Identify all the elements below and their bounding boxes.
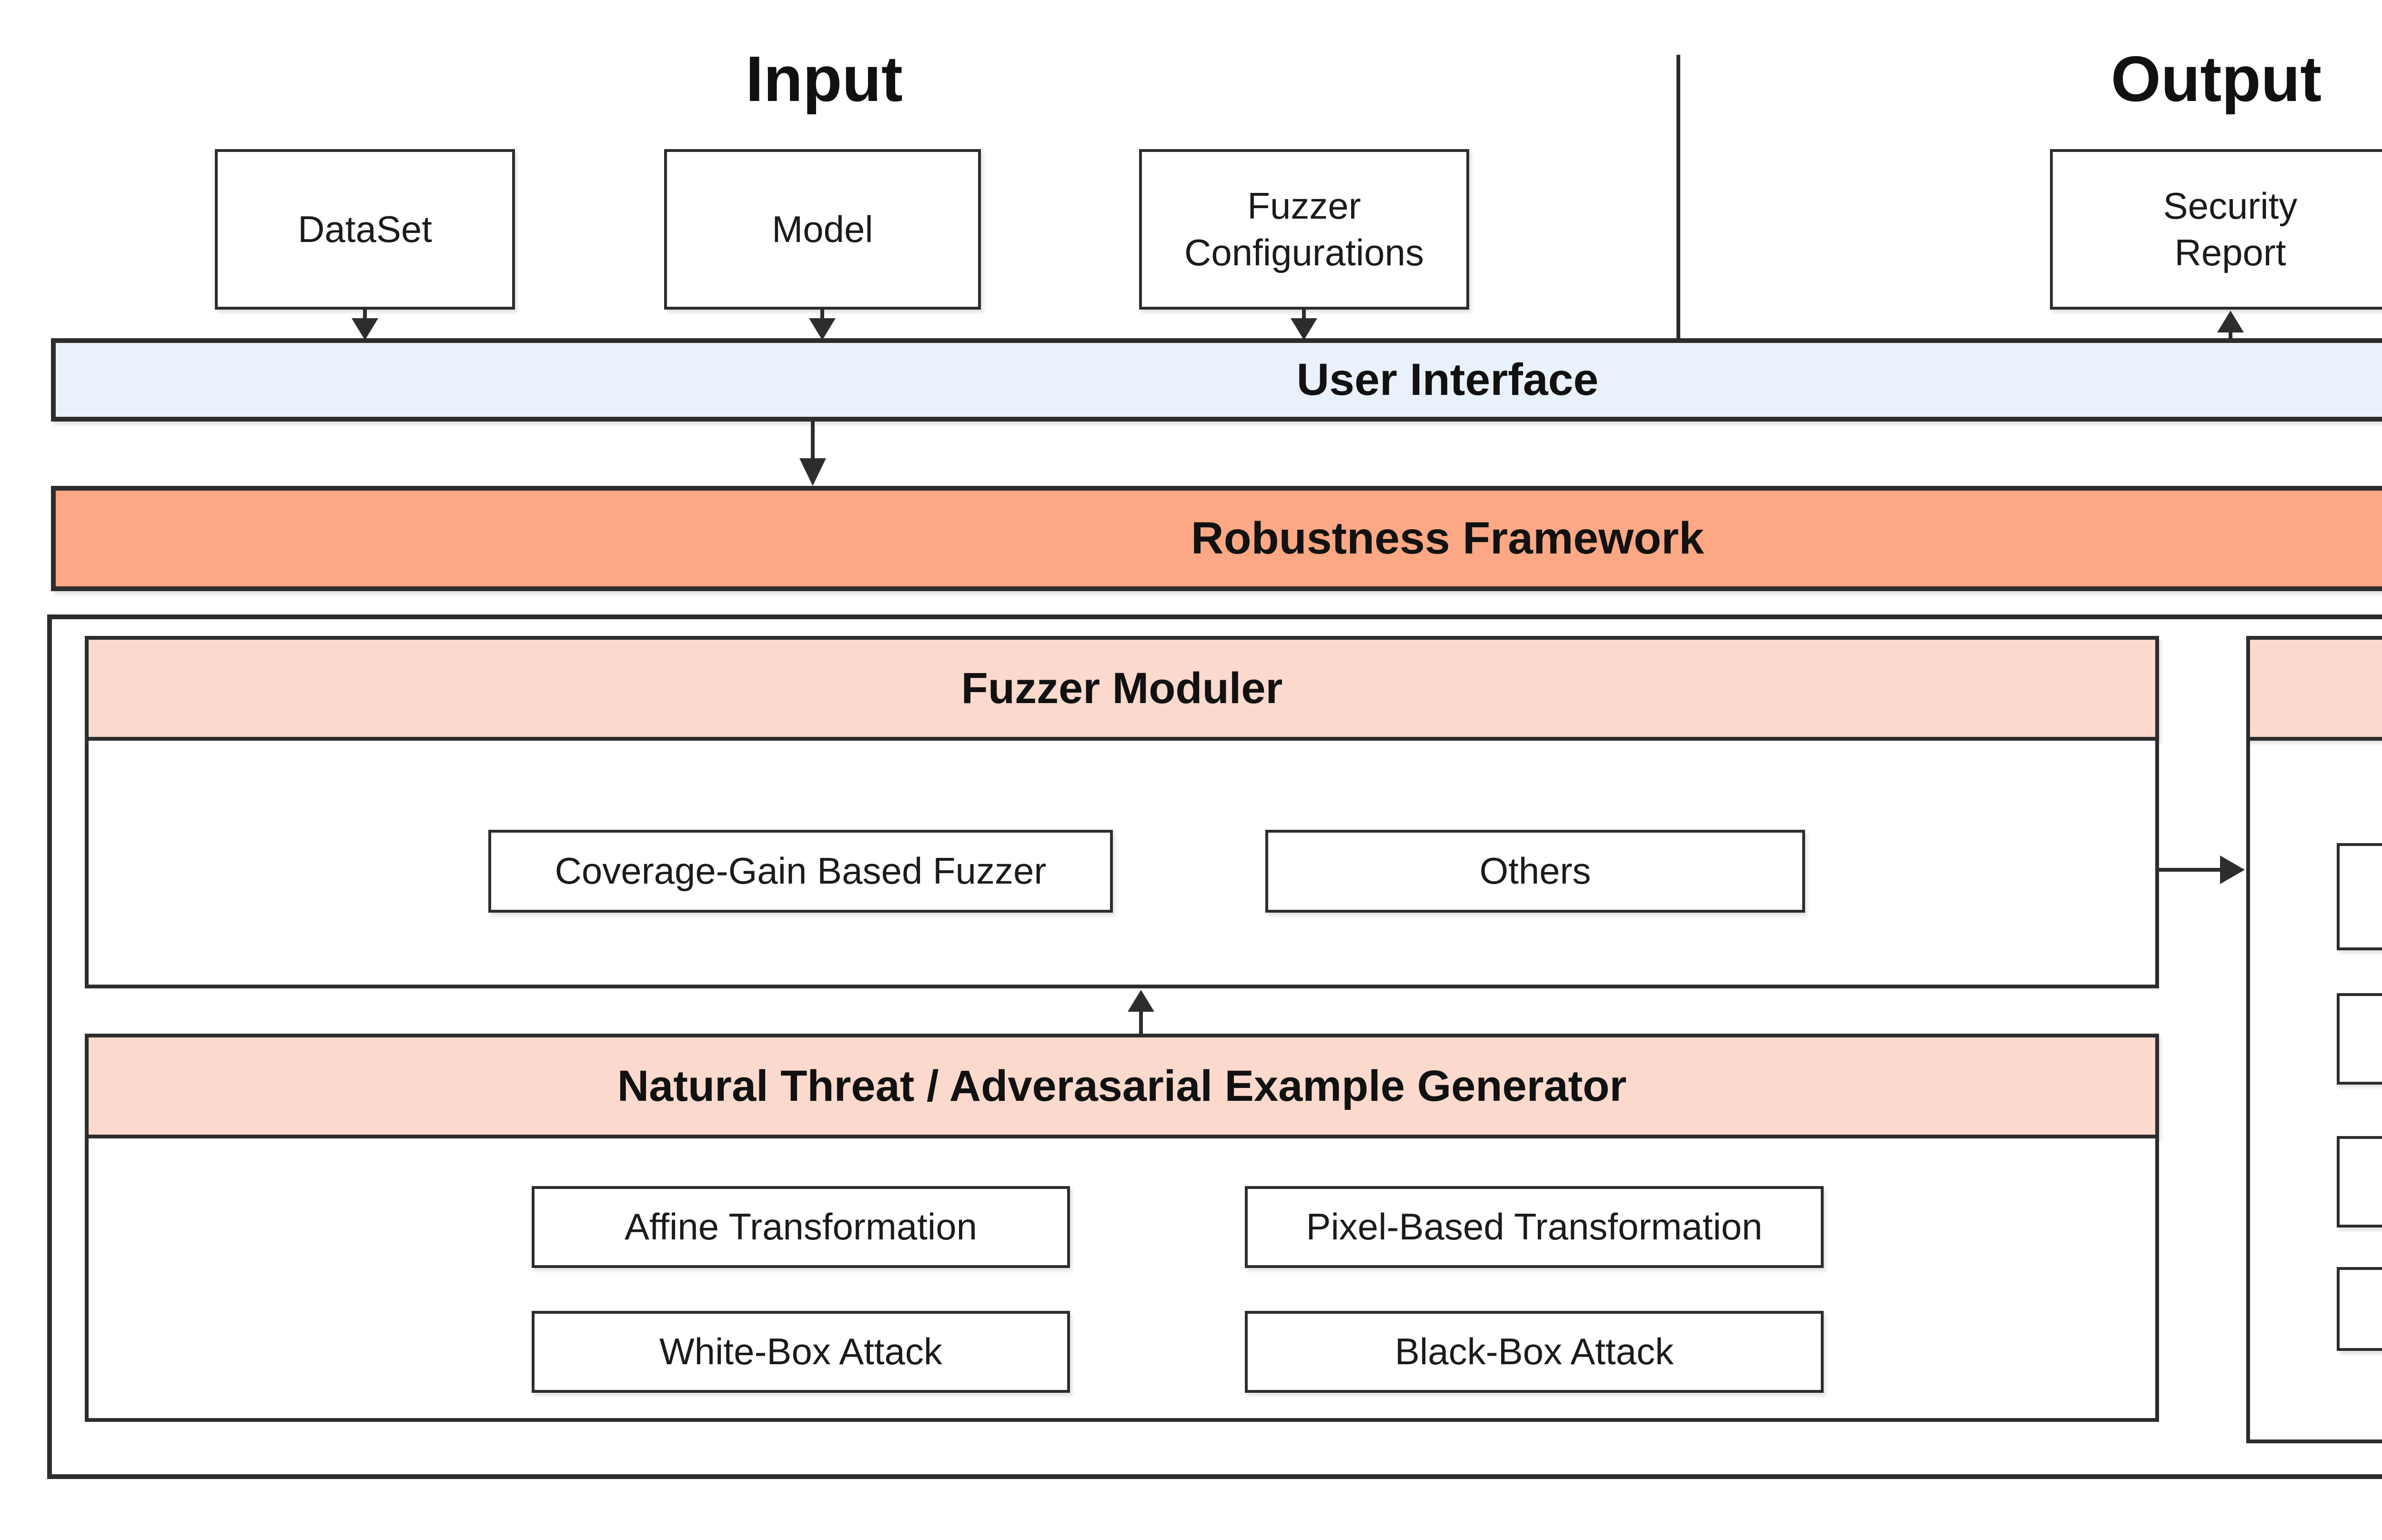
- arrow-dataset-to-ui-head: [352, 318, 378, 340]
- input-output-divider: [1676, 55, 1680, 341]
- fuzzer-moduler-body: [85, 737, 2159, 988]
- white-box-attack-box: White-Box Attack: [532, 1311, 1070, 1393]
- affine-transformation-box: Affine Transformation: [532, 1186, 1070, 1268]
- generator-title: Natural Threat / Adverasarial Example Ge…: [617, 1061, 1627, 1110]
- input-heading: Input: [746, 42, 903, 115]
- model-label: Model: [772, 208, 873, 250]
- arrow-fuzzer-to-evaluation-line: [2159, 868, 2221, 872]
- fuzzer-others-label: Others: [1479, 850, 1591, 892]
- fuzzer-others-box: Others: [1265, 830, 1805, 913]
- arrow-ui-to-framework-head: [799, 458, 826, 486]
- arrow-ui-to-framework-line: [811, 422, 815, 462]
- generator-body: [85, 1135, 2159, 1422]
- black-box-attack-label: Black-Box Attack: [1394, 1330, 1674, 1373]
- evaluation-others-box: Others: [2337, 1267, 2382, 1351]
- white-box-attack-label: White-Box Attack: [659, 1330, 942, 1373]
- evaluation-header: Evaluation: [2246, 636, 2382, 741]
- coverage-utility-box: Coverage Utility: [2337, 993, 2382, 1085]
- black-box-attack-box: Black-Box Attack: [1245, 1311, 1824, 1393]
- arrow-model-to-ui-head: [809, 318, 836, 340]
- dataset-box: DataSet: [215, 149, 515, 310]
- coverage-gain-fuzzer-box: Coverage-Gain Based Fuzzer: [488, 830, 1113, 913]
- arrow-fuzzerconfig-to-ui-line: [1302, 310, 1306, 322]
- fuzzer-moduler-header: Fuzzer Moduler: [85, 636, 2159, 741]
- arrow-fuzzerconfig-to-ui-head: [1291, 318, 1317, 340]
- arrow-generator-to-fuzzer-line: [1139, 1007, 1143, 1034]
- model-box: Model: [664, 149, 981, 310]
- arrow-model-to-ui-line: [820, 310, 824, 322]
- pixel-based-transformation-label: Pixel-Based Transformation: [1306, 1206, 1763, 1248]
- arrow-dataset-to-ui-line: [363, 310, 367, 322]
- attack-utility-box: Attack Utility: [2337, 1136, 2382, 1228]
- generator-header: Natural Threat / Adverasarial Example Ge…: [85, 1034, 2159, 1138]
- fuzzer-configurations-label: Fuzzer Configurations: [1184, 185, 1424, 273]
- dataset-label: DataSet: [298, 208, 432, 250]
- user-interface-bar: User Interface: [51, 338, 2382, 422]
- classification-utility-box: Classification Utility: [2337, 843, 2382, 950]
- affine-transformation-label: Affine Transformation: [625, 1206, 977, 1248]
- pixel-based-transformation-box: Pixel-Based Transformation: [1245, 1186, 1824, 1268]
- fuzzer-moduler-title: Fuzzer Moduler: [961, 664, 1283, 713]
- arrow-ui-to-security-line: [2229, 329, 2232, 339]
- arrow-fuzzer-to-evaluation-head: [2220, 856, 2245, 884]
- security-report-box: Security Report: [2050, 149, 2382, 310]
- robustness-framework-bar: Robustness Framework: [51, 486, 2382, 591]
- fuzzer-configurations-box: Fuzzer Configurations: [1139, 149, 1469, 310]
- output-heading: Output: [2110, 42, 2322, 115]
- user-interface-label: User Interface: [1296, 354, 1599, 405]
- security-report-label: Security Report: [2163, 185, 2298, 273]
- robustness-framework-label: Robustness Framework: [1191, 513, 1704, 564]
- coverage-gain-fuzzer-label: Coverage-Gain Based Fuzzer: [555, 850, 1047, 892]
